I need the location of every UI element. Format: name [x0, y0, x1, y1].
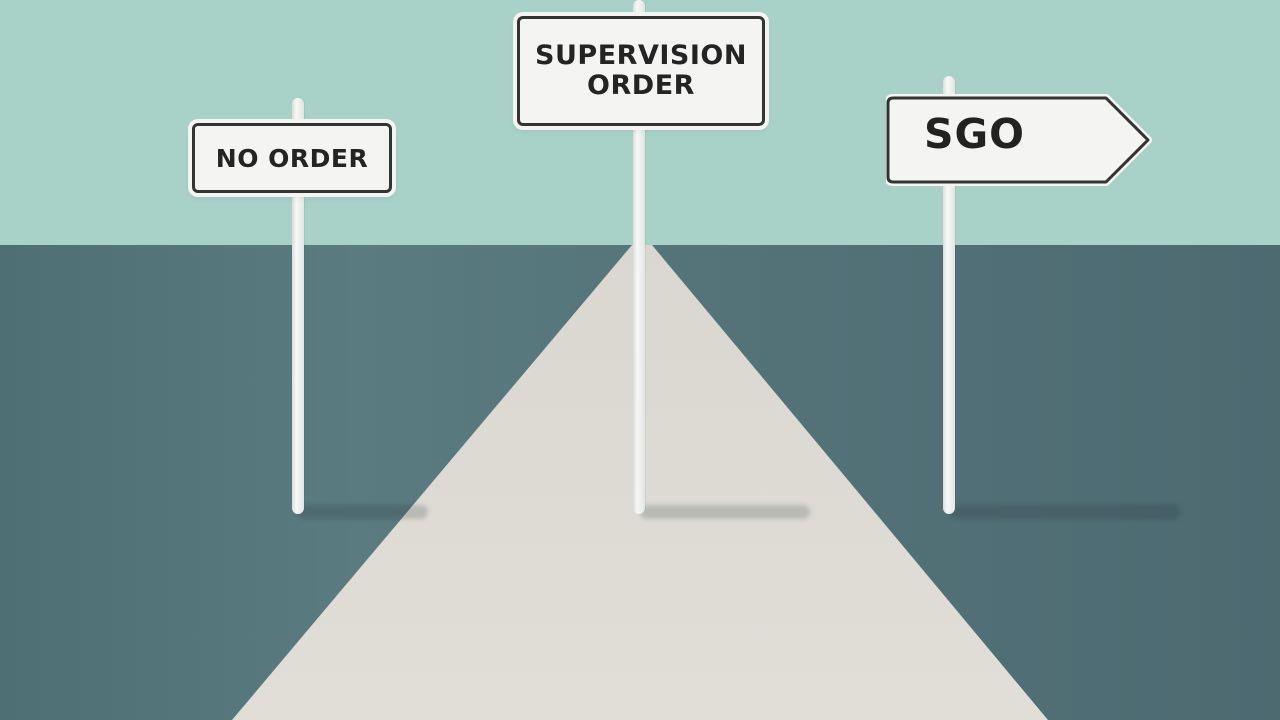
supervision-order-line1: SUPERVISION [535, 39, 747, 71]
center-signpost-pole [633, 0, 645, 514]
no-order-sign: NO ORDER [192, 123, 392, 193]
left-signpost-pole [292, 98, 304, 514]
arrow-sign-shape [886, 94, 1152, 186]
no-order-label: NO ORDER [215, 143, 369, 173]
supervision-order-sign: SUPERVISION ORDER [517, 16, 765, 126]
sgo-label: SGO [924, 110, 1026, 158]
right-pole-shadow [950, 505, 1180, 519]
supervision-order-line2: ORDER [587, 70, 695, 101]
left-pole-shadow [298, 505, 428, 519]
sgo-arrow-sign: SGO [886, 92, 1154, 188]
center-pole-shadow [640, 505, 810, 519]
